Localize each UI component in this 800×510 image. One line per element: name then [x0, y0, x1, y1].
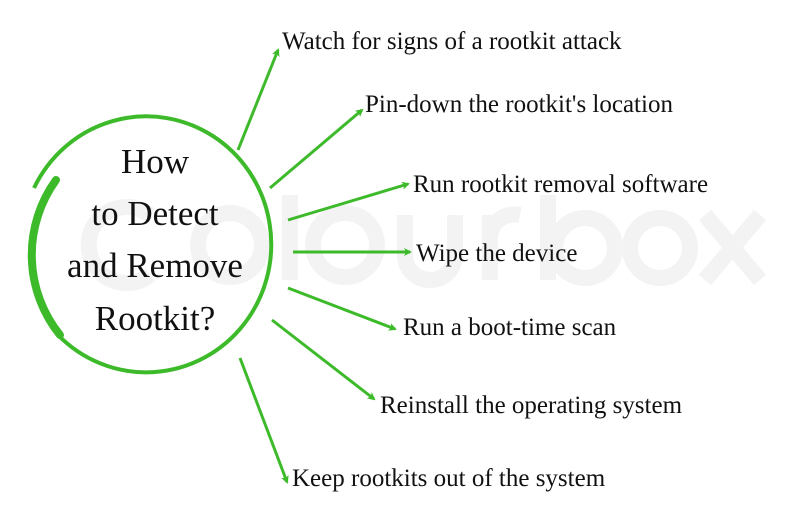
items: Watch for signs of a rootkit attack Pin-… — [282, 28, 708, 492]
arrow — [238, 357, 289, 484]
center-title: How to Detect and Remove Rootkit? — [67, 142, 243, 338]
watermark-graphic — [80, 195, 767, 291]
center-title-line: How — [121, 142, 190, 181]
item-label: Wipe the device — [416, 240, 577, 267]
center-circle — [27, 114, 274, 375]
item-label: Reinstall the operating system — [380, 392, 683, 419]
arrow — [287, 286, 397, 331]
item-label: Keep rootkits out of the system — [292, 465, 606, 492]
item-label: Pin-down the rootkit's location — [365, 91, 673, 118]
arrow — [269, 108, 364, 190]
item-label: Run rootkit removal software — [413, 171, 708, 198]
arrow — [287, 181, 410, 222]
arrow — [236, 48, 280, 151]
center-title-line: and Remove — [67, 246, 243, 285]
item-label: Watch for signs of a rootkit attack — [282, 28, 622, 55]
center-title-line: to Detect — [91, 194, 219, 233]
arrow — [271, 318, 376, 401]
center-title-line: Rootkit? — [95, 299, 216, 338]
item-label: Run a boot-time scan — [403, 314, 617, 341]
